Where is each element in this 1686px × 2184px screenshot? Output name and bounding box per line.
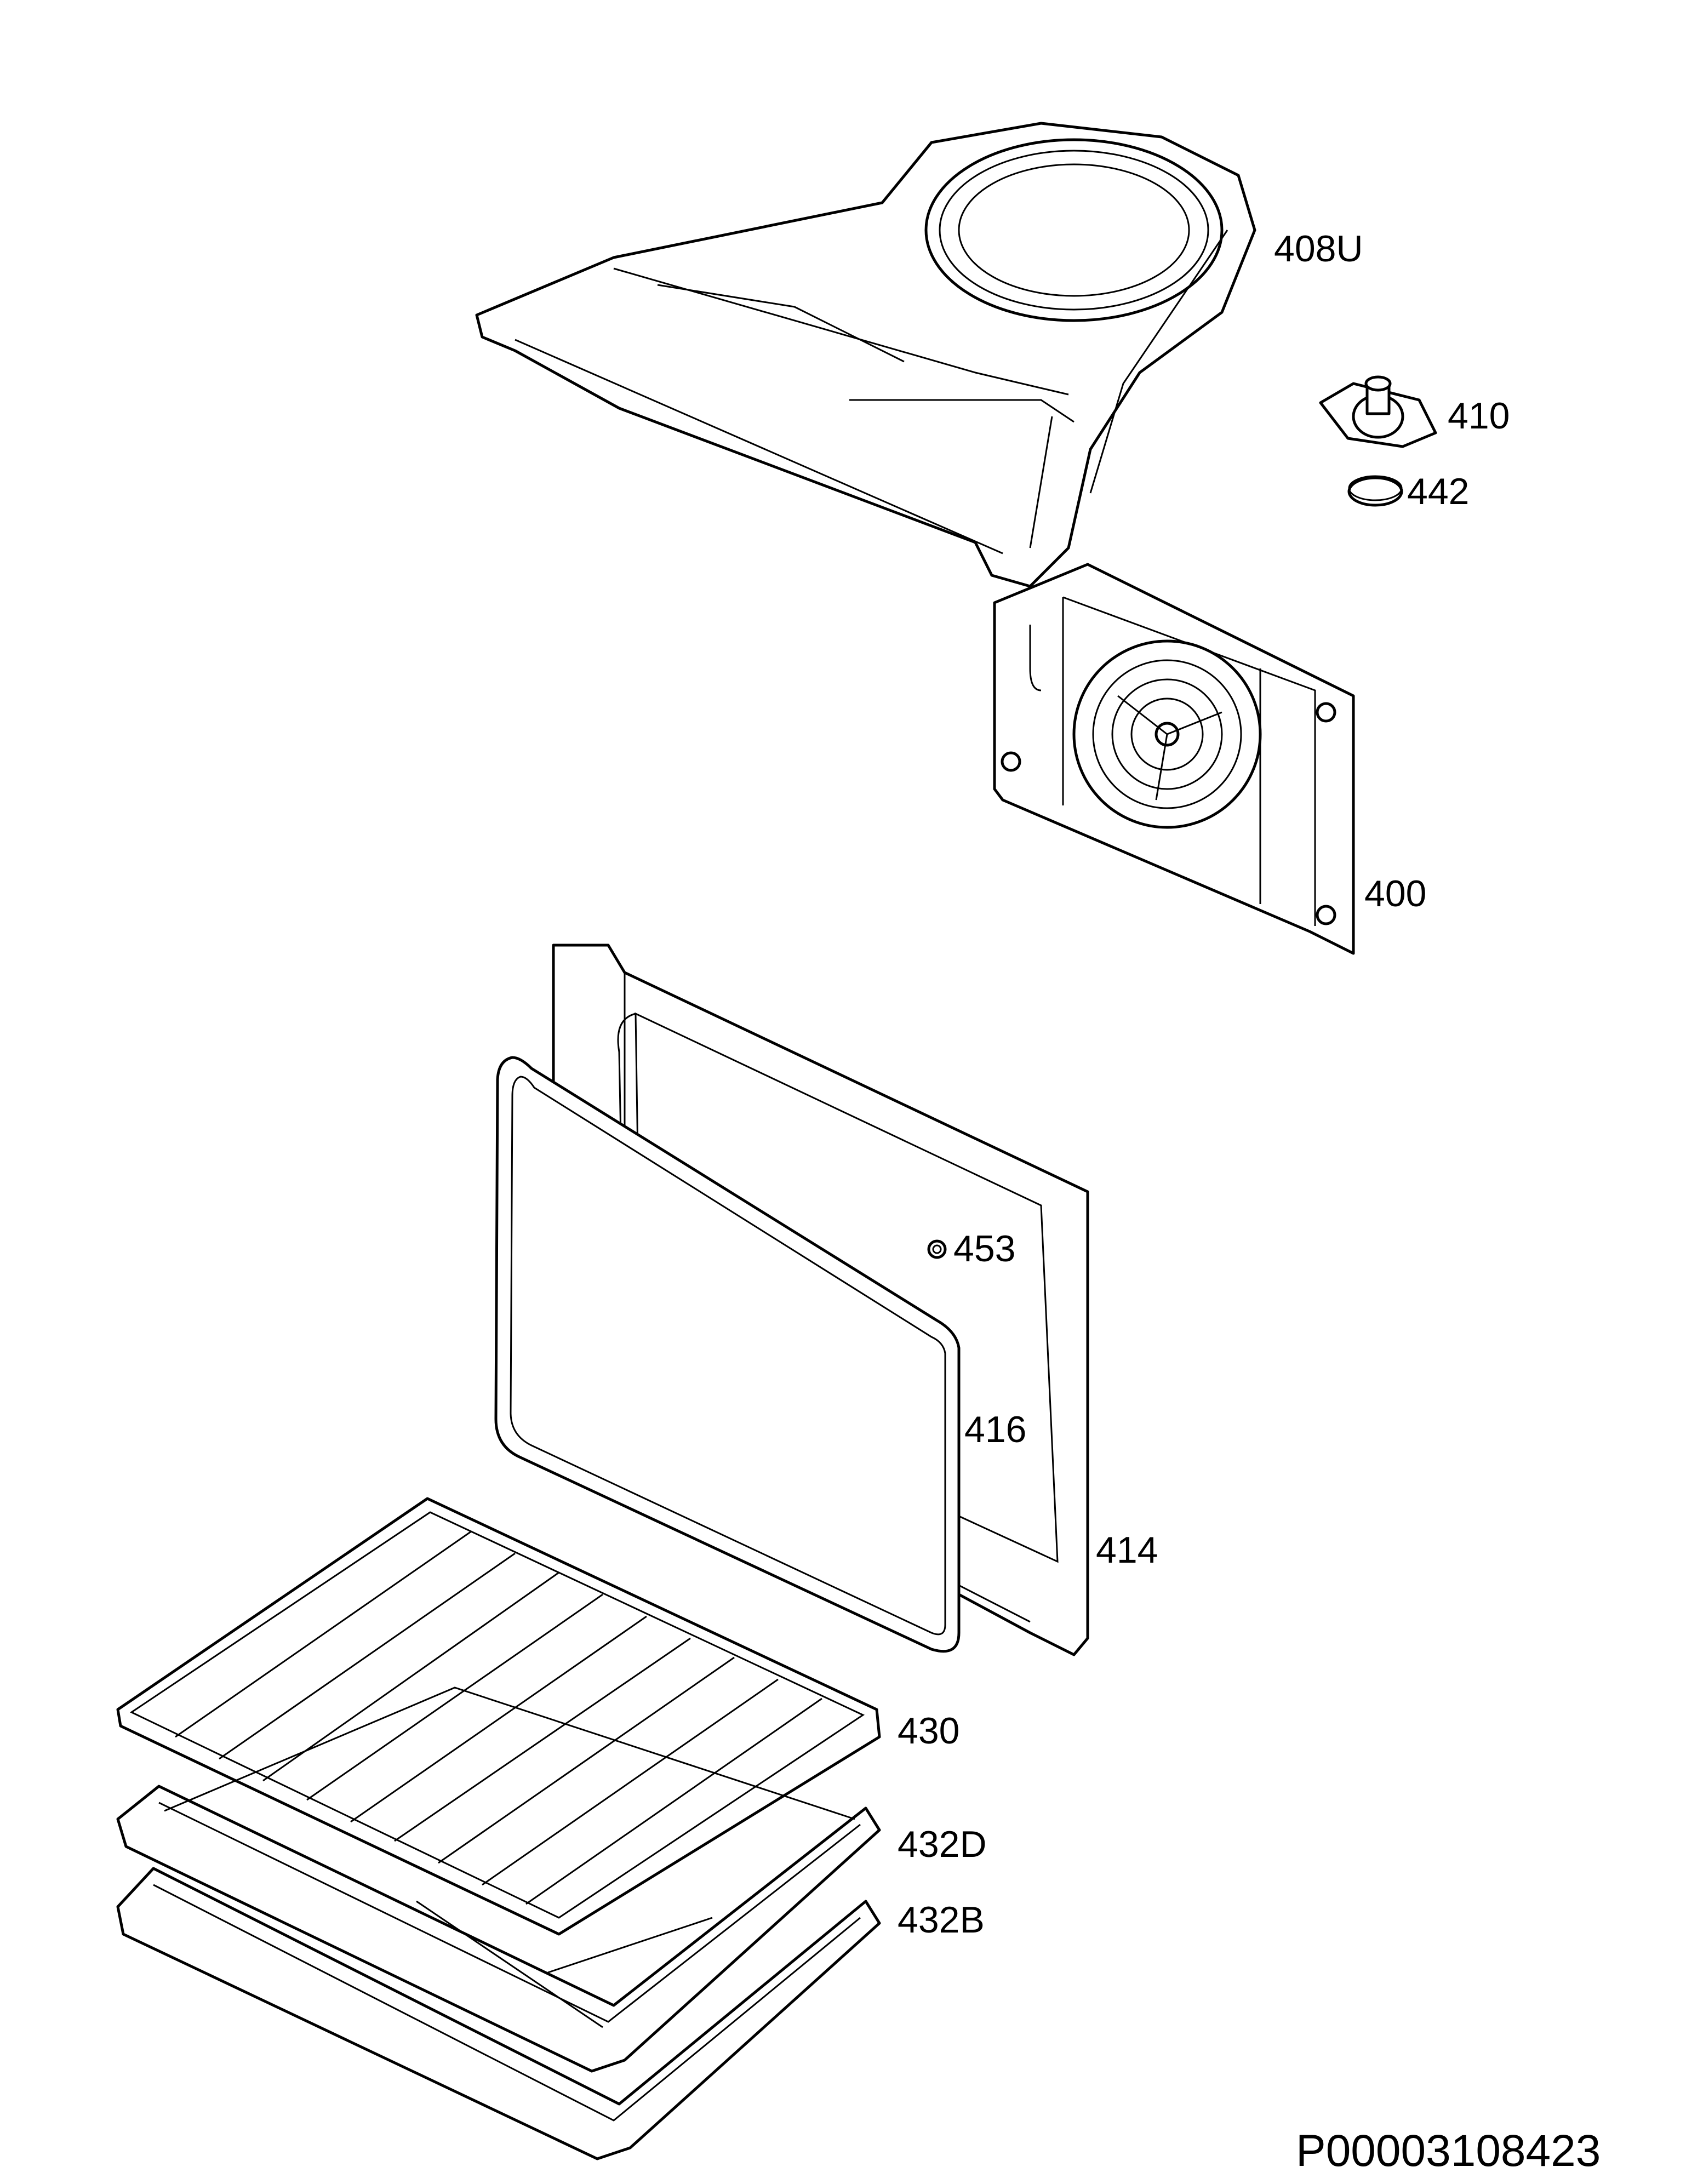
part-453-drawing [927, 1239, 947, 1259]
document-number: P00003108423 [1296, 2126, 1601, 2176]
part-432b-drawing [116, 1867, 881, 2160]
label-432b: 432B [898, 1899, 985, 1941]
label-432d: 432D [898, 1823, 987, 1865]
part-408u-drawing [475, 122, 1256, 588]
part-430-drawing [116, 1497, 881, 1936]
label-430: 430 [898, 1710, 960, 1752]
label-410: 410 [1448, 395, 1510, 437]
part-416-drawing [494, 1056, 961, 1653]
label-408u: 408U [1274, 228, 1363, 270]
part-432d-drawing [116, 1686, 881, 2073]
label-453: 453 [953, 1228, 1016, 1270]
label-400: 400 [1364, 873, 1427, 914]
part-410-drawing [1319, 375, 1437, 448]
label-414: 414 [1096, 1529, 1158, 1571]
part-400-drawing [993, 563, 1355, 955]
part-442-drawing [1347, 475, 1403, 507]
label-442: 442 [1407, 471, 1470, 512]
label-416: 416 [964, 1409, 1027, 1450]
